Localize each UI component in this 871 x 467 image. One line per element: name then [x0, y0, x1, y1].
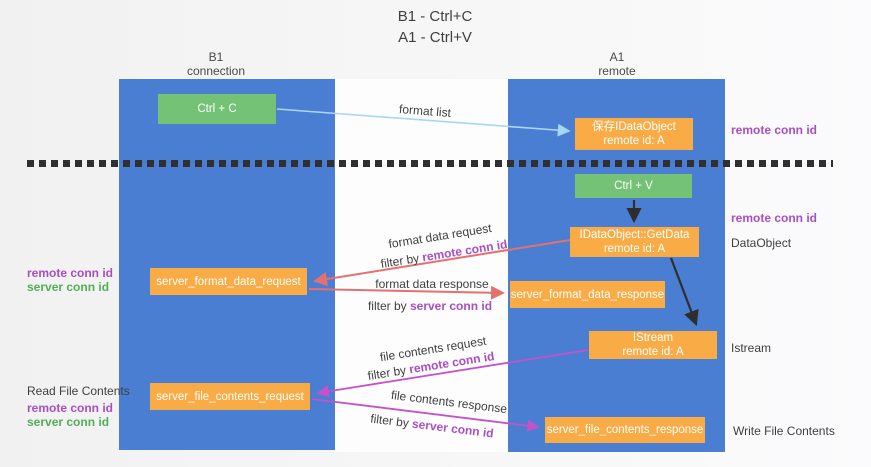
node-server-file-contents-request: server_file_contents_request: [150, 383, 310, 410]
phase-separator-dashed-line: [27, 160, 833, 167]
right-lane-name: A1: [609, 50, 625, 64]
node-server-format-data-request: server_format_data_request: [150, 268, 307, 295]
node-ctrl-c: Ctrl + C: [158, 94, 276, 124]
node-istream-line1: IStream: [632, 332, 674, 344]
node-istream: IStream remote id: A: [589, 331, 717, 359]
annotation-istream: Istream: [731, 341, 772, 355]
node-save-idataobject-line1: 保存IDataObject: [592, 121, 676, 133]
node-server-format-data-request-label: server_format_data_request: [156, 275, 301, 288]
node-istream-line2: remote id: A: [622, 346, 684, 358]
annotation-remote-conn-id-mid: remote conn id: [731, 211, 818, 225]
annotation-left-server-conn-id-2: server conn id: [27, 415, 110, 429]
annotation-write-file-contents: Write File Contents: [733, 424, 835, 438]
filter-prefix: filter by: [367, 299, 410, 313]
node-server-format-data-response-label: server_format_data_response: [510, 288, 665, 301]
node-idataobject-getdata-line1: IDataObject::GetData: [579, 229, 690, 241]
node-idataobject-getdata-line2: remote id: A: [603, 243, 666, 255]
left-lane-role: connection: [186, 64, 246, 78]
node-save-idataobject-line2: remote id: A: [603, 135, 665, 147]
flow-label-format-data-response: format data response: [375, 277, 489, 291]
diagram-title: B1 - Ctrl+C A1 - Ctrl+V: [330, 6, 540, 48]
annotation-read-file-contents: Read File Contents: [27, 384, 130, 398]
annotation-left-remote-conn-id-2: remote conn id: [27, 401, 114, 415]
filter-key-server-conn-id: server conn id: [409, 299, 493, 313]
left-lane-header: B1 connection: [151, 50, 281, 78]
flow-filter-format-data-response: filter by server conn id: [368, 299, 492, 313]
annotation-left-server-conn-id-1: server conn id: [27, 280, 110, 294]
node-idataobject-getdata: IDataObject::GetData remote id: A: [570, 227, 699, 257]
node-ctrl-v: Ctrl + V: [575, 174, 692, 198]
annotation-remote-conn-id-top: remote conn id: [731, 123, 818, 137]
node-save-idataobject: 保存IDataObject remote id: A: [575, 118, 693, 150]
title-line-2: A1 - Ctrl+V: [398, 29, 472, 46]
right-lane-header: A1 remote: [552, 50, 682, 78]
node-server-file-contents-request-label: server_file_contents_request: [156, 390, 304, 403]
title-line-1: B1 - Ctrl+C: [397, 8, 473, 25]
node-server-format-data-response: server_format_data_response: [510, 281, 665, 308]
left-lane-name: B1: [208, 50, 224, 64]
annotation-left-remote-conn-id-1: remote conn id: [27, 266, 114, 280]
node-ctrl-v-label: Ctrl + V: [614, 180, 653, 192]
node-server-file-contents-response: server_file_contents_response: [545, 417, 705, 443]
annotation-dataobject: DataObject: [731, 236, 792, 250]
node-server-file-contents-response-label: server_file_contents_response: [546, 424, 704, 436]
node-ctrl-c-label: Ctrl + C: [197, 103, 237, 115]
right-lane-role: remote: [598, 64, 636, 78]
